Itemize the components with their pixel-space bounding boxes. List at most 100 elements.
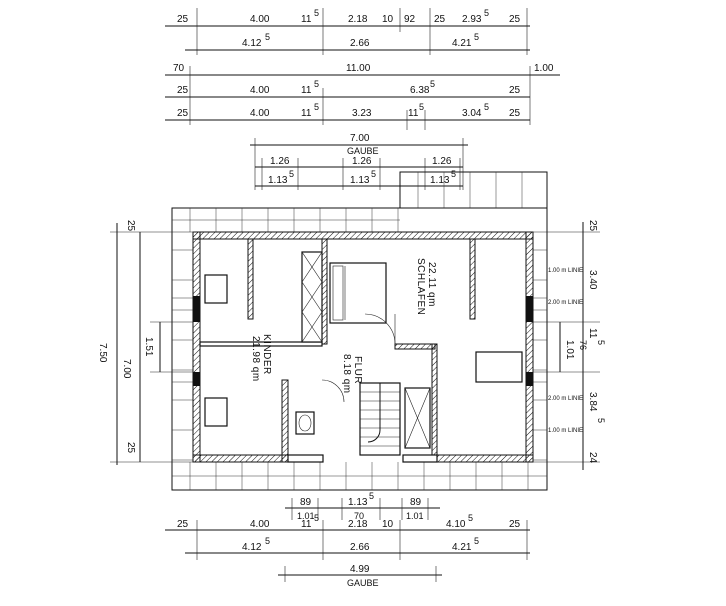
dim-text: 1.00	[534, 63, 554, 74]
gaube-top-dimension: 7.00 GAUBE	[250, 133, 468, 190]
dim-superscript: 5	[265, 536, 270, 546]
dim-text: 1.13	[268, 175, 288, 186]
gaube-bottom-dimension: 4.99 GAUBE	[278, 564, 442, 588]
bed	[329, 262, 387, 324]
dim-text: 1.01	[406, 511, 424, 521]
line-marker: 1.00 m LINIE	[548, 268, 583, 274]
dim-text: 3.40	[587, 270, 598, 290]
gaube-label: GAUBE	[347, 578, 379, 588]
dim-superscript: 5	[451, 169, 456, 179]
dim-superscript: 5	[430, 79, 435, 89]
dim-text: 6.38	[410, 85, 430, 96]
dim-text: 1.01	[564, 340, 575, 360]
dim-text: 25	[125, 220, 136, 232]
dim-text: 25	[509, 108, 521, 119]
top-dimension-row-2: 4.12 5 2.66 4.21 5	[185, 32, 530, 51]
dim-text: 25	[434, 14, 446, 25]
dim-text: 11	[301, 14, 312, 25]
right-dimensions: 25 3.40 11 5 1.01 76 3.84 5 24 1.00 m LI…	[533, 220, 606, 470]
line-marker: 2.00 m LINIE	[548, 300, 583, 306]
dim-superscript: 5	[596, 418, 606, 423]
dim-superscript: 5	[474, 32, 479, 42]
dim-text: 3.84	[587, 392, 598, 412]
room-name-flur: FLUR	[352, 356, 363, 384]
dim-text: 4.00	[250, 108, 270, 119]
dim-superscript: 5	[314, 8, 319, 18]
outer-walls	[192, 231, 534, 463]
gaube-value: 7.00	[350, 133, 370, 144]
gaube-label: GAUBE	[347, 146, 379, 156]
dim-text: 10	[382, 14, 394, 25]
dim-text: 3.23	[352, 108, 372, 119]
wardrobe	[301, 251, 323, 343]
dim-text: 25	[177, 519, 189, 530]
dim-superscript: 5	[484, 8, 489, 18]
top-dimension-row-1: 25 4.00 11 5 2.18 10 92 25 2.93 5 25	[165, 8, 530, 55]
room-area-flur: 8.18 qm	[341, 354, 352, 394]
top-dimension-row-3: 70 11.00 1.00	[165, 63, 560, 125]
dim-text: 7.50	[97, 343, 108, 363]
dim-text: 1.51	[143, 337, 154, 357]
dormer-window	[404, 387, 431, 449]
dim-text: 70	[173, 63, 185, 74]
top-dimension-row-5: 25 4.00 11 5 3.23 11 5 3.04 5 25	[165, 102, 530, 130]
dim-text: 3.04	[462, 108, 482, 119]
dim-text: 89	[410, 497, 422, 508]
bottom-dimension-row-2: 4.12 5 2.66 4.21 5	[185, 536, 530, 554]
door-swing	[321, 313, 396, 403]
dim-text: 2.66	[350, 542, 370, 553]
dim-superscript: 5	[484, 102, 489, 112]
dim-text: 92	[404, 14, 416, 25]
dim-text: 1.13	[348, 497, 368, 508]
roof-tiles	[172, 172, 547, 490]
dim-superscript: 5	[371, 169, 376, 179]
dim-text: 4.00	[250, 519, 270, 530]
bottom-dimension-row-1: 25 4.00 11 5 2.18 10 4.10 5 25	[165, 513, 530, 560]
dim-superscript: 5	[474, 536, 479, 546]
dim-text: 2.18	[348, 519, 368, 530]
furniture	[204, 274, 523, 435]
dim-text: 25	[509, 85, 521, 96]
dim-text: 1.26	[270, 156, 290, 167]
top-dimension-row-4: 25 4.00 11 5 6.38 5 25	[165, 79, 530, 125]
dim-text: 4.21	[452, 542, 472, 553]
gaube-value: 4.99	[350, 564, 370, 575]
dim-text: 1.13	[430, 175, 450, 186]
dim-text: 76	[578, 340, 588, 350]
dim-text: 25	[125, 442, 136, 454]
left-dimensions: 25 7.50 7.00 1.51 25	[97, 220, 200, 465]
dim-superscript: 5	[314, 513, 319, 523]
dim-text: 11	[587, 328, 598, 339]
dim-text: 11	[301, 519, 312, 530]
dim-text: 1.01	[297, 511, 315, 521]
room-labels: SCHLAFEN 22.11 qm KINDER 21.98 qm FLUR 8…	[250, 258, 437, 394]
dim-superscript: 5	[596, 340, 606, 345]
room-area-kinder: 21.98 qm	[250, 336, 261, 382]
room-name-kinder: KINDER	[261, 334, 272, 375]
room-area-schlafen: 22.11 qm	[426, 262, 437, 307]
dim-superscript: 5	[419, 102, 424, 112]
line-marker: 1.00 m LINIE	[548, 428, 583, 434]
dim-superscript: 5	[369, 491, 374, 501]
dim-text: 11.00	[346, 63, 371, 74]
dim-text: 25	[177, 85, 189, 96]
dim-text: 25	[509, 14, 521, 25]
room-name-schlafen: SCHLAFEN	[415, 258, 426, 315]
dim-text: 2.66	[350, 38, 370, 49]
dim-superscript: 5	[314, 79, 319, 89]
dim-text: 7.00	[121, 359, 132, 379]
line-marker: 2.00 m LINIE	[548, 396, 583, 402]
dim-superscript: 5	[289, 169, 294, 179]
dim-superscript: 5	[265, 32, 270, 42]
dim-text: 4.21	[452, 38, 472, 49]
dim-text: 1.26	[352, 156, 372, 167]
dim-text: 10	[382, 519, 394, 530]
window-dimensions-bottom: 89 1.01 1.13 5 70 89 1.01	[285, 491, 440, 521]
dim-text: 11	[301, 108, 312, 119]
interior-walls	[199, 238, 476, 463]
dim-text: 2.18	[348, 14, 368, 25]
dim-text: 25	[177, 108, 189, 119]
dim-text: 4.00	[250, 85, 270, 96]
roof-outline	[171, 171, 548, 491]
